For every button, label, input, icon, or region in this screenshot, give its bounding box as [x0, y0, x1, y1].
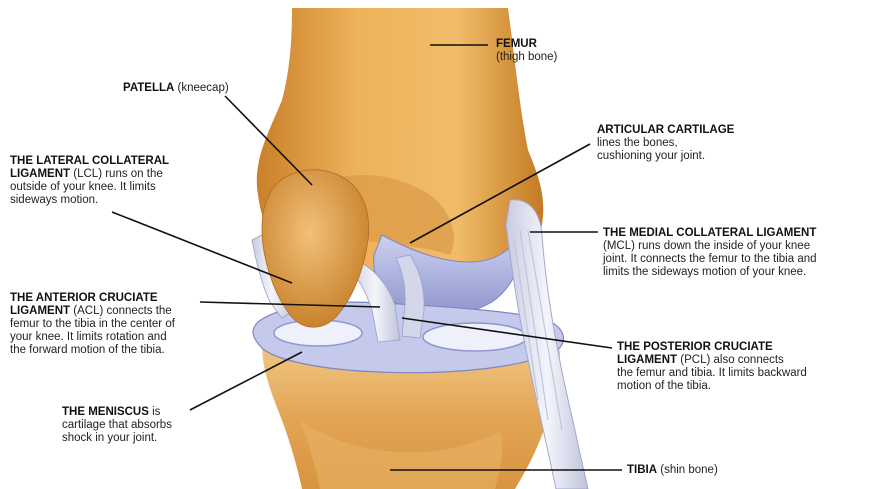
mcl-line4: limits the sideways motion of your knee. — [603, 266, 806, 278]
mcl-label: THE MEDIAL COLLATERAL LIGAMENT (MCL) run… — [603, 227, 817, 279]
mcl-line3: joint. It connects the femur to the tibi… — [603, 253, 817, 265]
lcl-title1: THE LATERAL COLLATERAL — [10, 155, 169, 167]
meniscus-rest1: is — [152, 406, 160, 418]
mcl-title: THE MEDIAL COLLATERAL LIGAMENT — [603, 227, 816, 239]
meniscus-line2: cartilage that absorbs — [62, 419, 172, 431]
lcl-label: THE LATERAL COLLATERAL LIGAMENT (LCL) ru… — [10, 155, 169, 207]
articular-cartilage-label: ARTICULAR CARTILAGE lines the bones, cus… — [597, 124, 734, 163]
acl-line5: the forward motion of the tibia. — [10, 344, 165, 356]
pcl-line3: the femur and tibia. It limits backward — [617, 367, 807, 379]
meniscus-label: THE MENISCUS is cartilage that absorbs s… — [62, 406, 172, 445]
mcl-line2: (MCL) runs down the inside of your knee — [603, 240, 810, 252]
tibia-label: TIBIA (shin bone) — [627, 464, 718, 477]
femur-label: FEMUR (thigh bone) — [496, 38, 557, 64]
tibia-desc: (shin bone) — [660, 464, 718, 476]
acl-rest1: (ACL) connects the — [73, 305, 171, 317]
patella-label: PATELLA (kneecap) — [123, 82, 229, 95]
tibia-title: TIBIA — [627, 464, 657, 476]
acl-line3: femur to the tibia in the center of — [10, 318, 175, 330]
pcl-title2: LIGAMENT — [617, 354, 677, 366]
lcl-rest1: (LCL) runs on the — [73, 168, 163, 180]
lcl-line4: sideways motion. — [10, 194, 98, 206]
lcl-title2: LIGAMENT — [10, 168, 70, 180]
acl-line4: your knee. It limits rotation and — [10, 331, 167, 343]
pcl-rest1: (PCL) also connects — [680, 354, 784, 366]
pcl-label: THE POSTERIOR CRUCIATE LIGAMENT (PCL) al… — [617, 341, 807, 393]
pcl-line4: motion of the tibia. — [617, 380, 711, 392]
articular-cartilage-title: ARTICULAR CARTILAGE — [597, 124, 734, 136]
articular-cartilage-line1: lines the bones, — [597, 137, 678, 149]
acl-title1: THE ANTERIOR CRUCIATE — [10, 292, 158, 304]
acl-label: THE ANTERIOR CRUCIATE LIGAMENT (ACL) con… — [10, 292, 175, 357]
meniscus-line3: shock in your joint. — [62, 432, 157, 444]
articular-cartilage-line2: cushioning your joint. — [597, 150, 705, 162]
meniscus-title: THE MENISCUS — [62, 406, 149, 418]
femur-desc: (thigh bone) — [496, 51, 557, 63]
patella-desc: (kneecap) — [178, 82, 229, 94]
acl-title2: LIGAMENT — [10, 305, 70, 317]
femur-title: FEMUR — [496, 38, 537, 50]
pcl-title1: THE POSTERIOR CRUCIATE — [617, 341, 773, 353]
patella-title: PATELLA — [123, 82, 174, 94]
lcl-line3: outside of your knee. It limits — [10, 181, 156, 193]
